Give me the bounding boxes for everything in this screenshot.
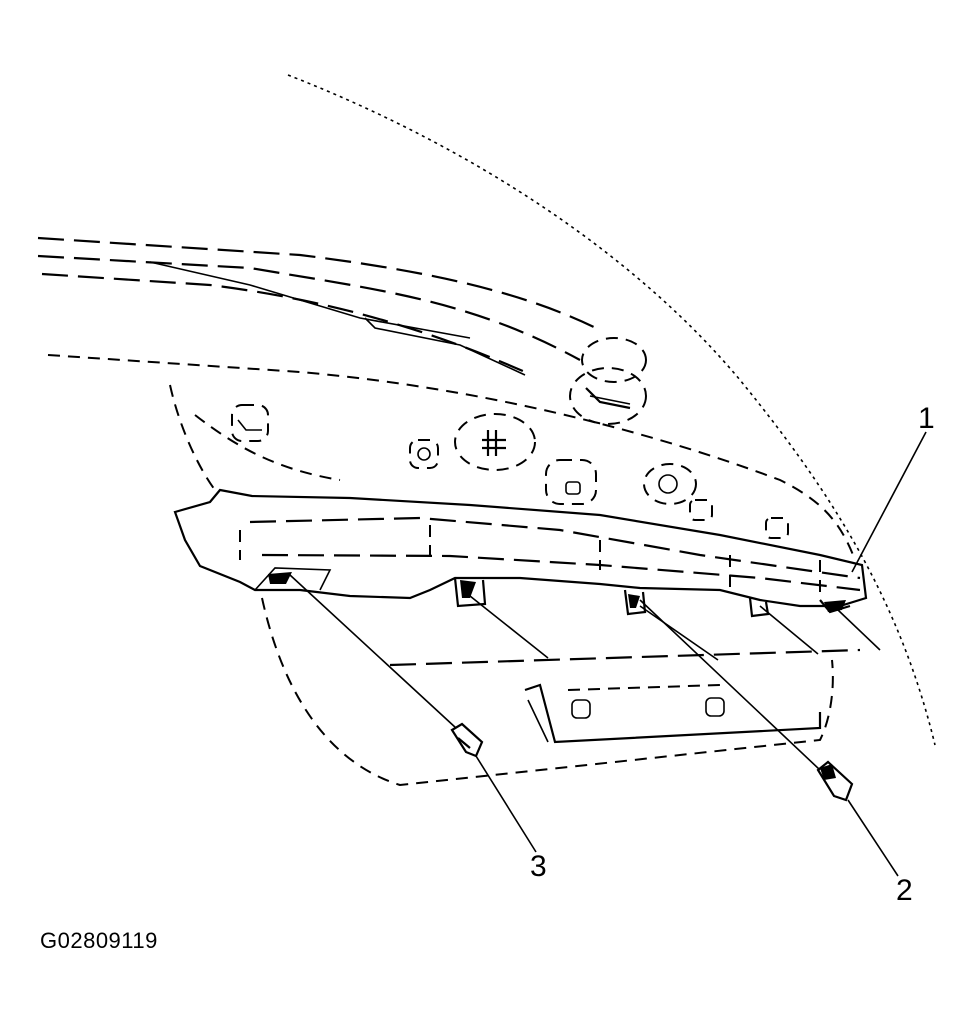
callout-3: 3 bbox=[530, 850, 547, 883]
lower-bracket bbox=[389, 648, 861, 744]
callout-1: 1 bbox=[918, 402, 935, 435]
leader-line-2 bbox=[639, 599, 899, 877]
bolt-3 bbox=[450, 722, 484, 758]
callout-2: 2 bbox=[896, 874, 913, 907]
panel-grommets bbox=[231, 404, 789, 539]
wiper-module bbox=[173, 488, 868, 618]
figure-code: G02809119 bbox=[40, 928, 158, 953]
bolt-2 bbox=[816, 760, 854, 802]
liftgate-outline bbox=[287, 74, 936, 746]
wiper-pivot bbox=[569, 337, 647, 425]
wiper-arm bbox=[37, 236, 856, 561]
leader-line-3 bbox=[289, 574, 537, 853]
inner-panel-lower bbox=[261, 597, 834, 787]
inner-panel-contour bbox=[169, 384, 216, 491]
leader-line-1 bbox=[851, 431, 927, 573]
